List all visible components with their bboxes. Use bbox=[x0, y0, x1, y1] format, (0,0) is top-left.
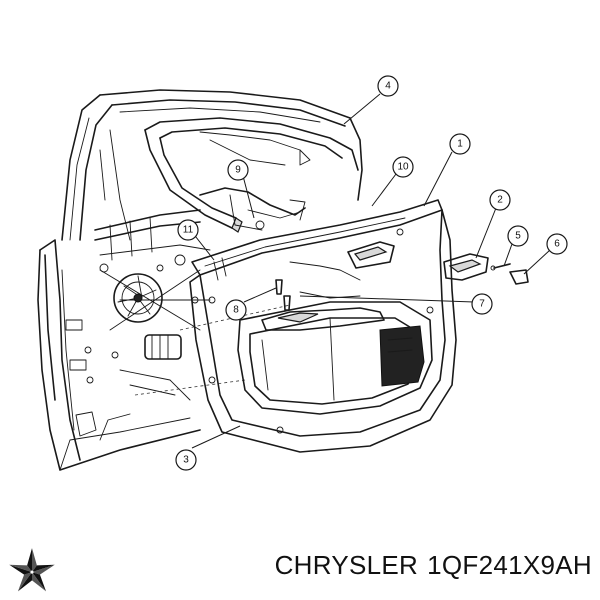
part-caption: CHRYSLER 1QF241X9AH bbox=[275, 550, 592, 581]
callout-label: 5 bbox=[515, 231, 521, 242]
screw-part bbox=[490, 263, 511, 271]
callout-label: 8 bbox=[233, 305, 239, 316]
window-frame-seal bbox=[144, 117, 359, 233]
callout-label: 2 bbox=[497, 195, 503, 206]
callout-5: 5 bbox=[507, 225, 529, 247]
callout-label: 4 bbox=[385, 81, 391, 92]
brand-name: CHRYSLER bbox=[274, 550, 419, 580]
callout-9: 9 bbox=[227, 159, 249, 181]
door-trim-panel bbox=[189, 199, 457, 453]
callout-1: 1 bbox=[449, 133, 471, 155]
callout-3: 3 bbox=[175, 449, 197, 471]
push-pin-part bbox=[283, 295, 291, 311]
callout-label: 7 bbox=[479, 299, 485, 310]
callout-label: 6 bbox=[554, 239, 560, 250]
callout-11: 11 bbox=[177, 219, 199, 241]
callout-label: 1 bbox=[457, 139, 463, 150]
footer: CHRYSLER 1QF241X9AH bbox=[0, 540, 600, 600]
clip-part bbox=[275, 279, 283, 295]
door-handle-part bbox=[443, 253, 489, 281]
leader-lines bbox=[191, 93, 551, 449]
callout-8: 8 bbox=[225, 299, 247, 321]
callout-label: 9 bbox=[235, 165, 241, 176]
callout-label: 3 bbox=[183, 455, 189, 466]
callout-2: 2 bbox=[489, 189, 511, 211]
callout-10: 10 bbox=[392, 156, 414, 178]
chrysler-pentastar-icon bbox=[9, 548, 55, 592]
door-body bbox=[37, 89, 363, 471]
callout-label: 11 bbox=[183, 225, 194, 236]
part-number: 1QF241X9AH bbox=[427, 550, 592, 580]
door-inner-mechanism bbox=[94, 187, 306, 401]
callout-7: 7 bbox=[471, 293, 493, 315]
callout-label: 10 bbox=[397, 162, 409, 173]
callout-4: 4 bbox=[377, 75, 399, 97]
callout-6: 6 bbox=[546, 233, 568, 255]
cover-cap-part bbox=[509, 269, 529, 285]
